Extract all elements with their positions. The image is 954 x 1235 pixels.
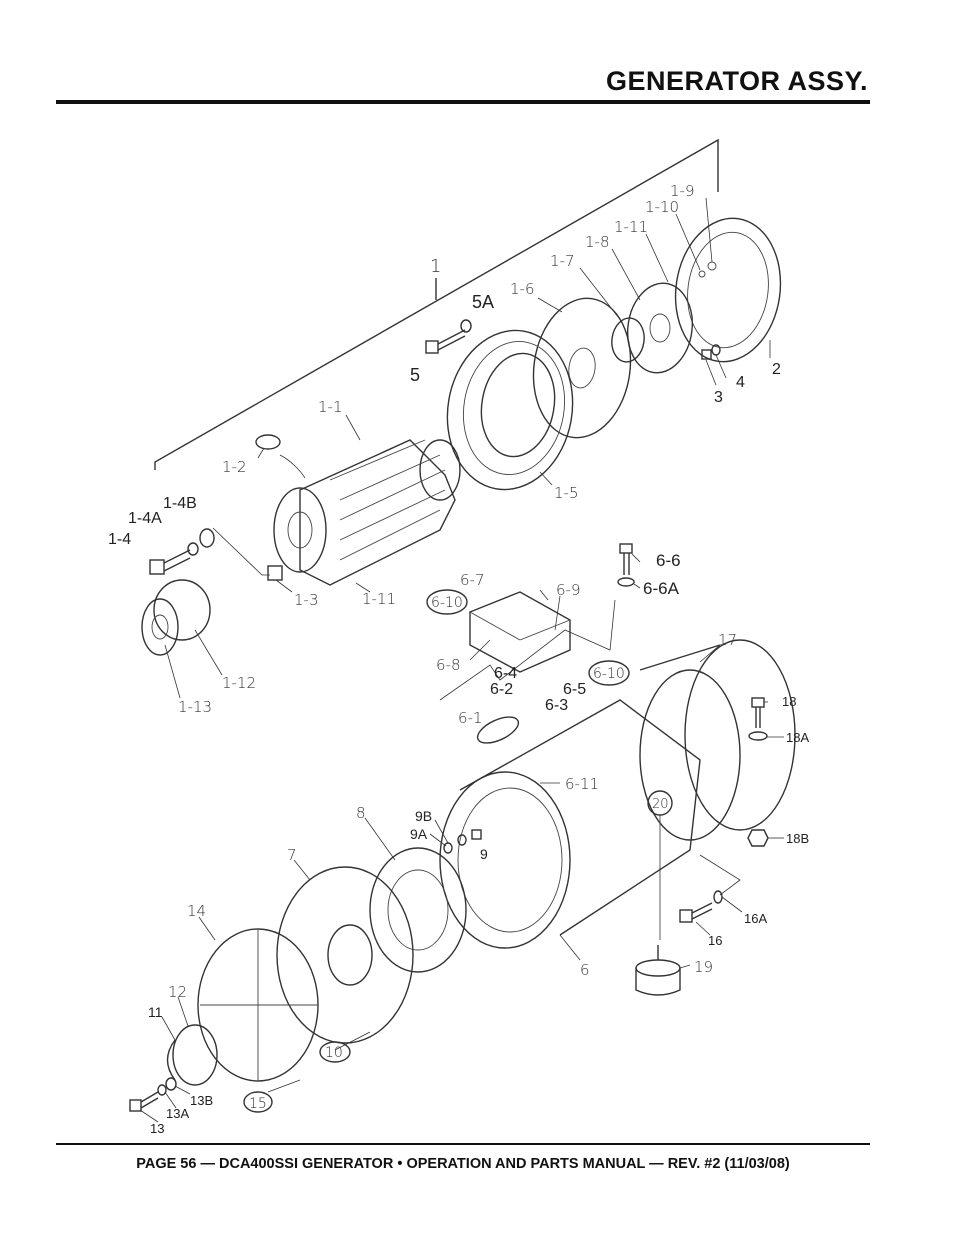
callout-18b: 18B — [786, 831, 809, 846]
bolt-5 — [425, 319, 472, 354]
callout-1-3: 1-3 — [294, 591, 319, 609]
callout-18a: 18A — [786, 730, 809, 745]
header-rule — [56, 100, 870, 104]
callout-5: 5 — [410, 365, 420, 385]
cap-11 — [166, 1024, 218, 1086]
callout-1-7: 1-7 — [550, 252, 575, 270]
bolt-16 — [679, 890, 723, 923]
clip-1-3 — [267, 565, 283, 581]
callout-6-10-right: 6-10 — [593, 666, 625, 682]
callout-6-5: 6-5 — [563, 681, 586, 698]
callout-13a: 13A — [166, 1106, 189, 1121]
screen-14 — [197, 928, 319, 1082]
callout-17: 17 — [718, 631, 737, 649]
bolt-13 — [129, 1077, 177, 1112]
callout-9a: 9A — [410, 826, 428, 842]
callout-6-9: 6-9 — [556, 581, 581, 599]
callout-16: 16 — [708, 933, 722, 948]
callout-6-6: 6-6 — [656, 551, 681, 570]
callout-19: 19 — [694, 958, 713, 976]
callout-13: 13 — [150, 1121, 164, 1136]
callout-6-11: 6-11 — [565, 775, 599, 793]
footer-rule — [56, 1143, 870, 1145]
callout-6-6a: 6-6A — [643, 579, 680, 598]
callout-3: 3 — [714, 389, 723, 406]
callout-11: 11 — [148, 1004, 163, 1020]
coupling-disc — [611, 282, 694, 374]
page-title: GENERATOR ASSY. — [605, 66, 868, 96]
callout-9b: 9B — [415, 808, 432, 824]
end-bracket-7 — [276, 866, 414, 1044]
callout-12: 12 — [168, 983, 187, 1001]
callout-6: 6 — [580, 961, 590, 979]
callout-1-4: 1-4 — [108, 531, 131, 548]
sensor-1-2 — [255, 434, 306, 479]
gasket-6-1 — [476, 716, 520, 744]
fan — [446, 329, 574, 491]
callout-1-6: 1-6 — [510, 280, 535, 298]
callout-6-8: 6-8 — [436, 656, 461, 674]
callout-labels: 1 1-1 1-2 1-3 1-4 1-4A 1-4B 1-5 1-6 1-7 … — [108, 182, 809, 1136]
callout-15: 15 — [249, 1096, 267, 1112]
callout-1-1: 1-1 — [318, 398, 343, 416]
terminal-box-cover — [469, 591, 571, 673]
callout-1-8: 1-8 — [585, 233, 610, 251]
stator-frame — [439, 639, 796, 949]
callout-9: 9 — [480, 846, 488, 862]
callout-1: 1 — [430, 256, 441, 277]
circled-callouts — [243, 589, 673, 1113]
callout-14: 14 — [187, 902, 206, 920]
assembly-bracket-1 — [154, 138, 719, 470]
bolt-18 — [747, 697, 769, 847]
callout-6-3: 6-3 — [545, 697, 568, 714]
rubber-mount — [635, 945, 681, 996]
callout-6-10-left: 6-10 — [431, 595, 463, 611]
callout-1-4a: 1-4A — [128, 510, 162, 527]
callout-5a: 5A — [472, 292, 494, 312]
callout-10: 10 — [325, 1045, 343, 1061]
callout-6-1: 6-1 — [458, 709, 483, 727]
callout-1-12: 1-12 — [222, 674, 256, 692]
callout-13b: 13B — [190, 1093, 213, 1108]
callout-1-9: 1-9 — [670, 182, 695, 200]
callout-1-11-bottom: 1-11 — [362, 590, 396, 608]
coupling-hub — [141, 579, 211, 656]
callout-4: 4 — [736, 374, 745, 391]
callout-6-7: 6-7 — [460, 571, 485, 589]
callout-6-2: 6-2 — [490, 681, 513, 698]
callout-20: 20 — [652, 797, 669, 812]
leader-lines — [139, 197, 784, 1123]
rotor-assembly — [273, 439, 461, 586]
callout-18: 18 — [782, 694, 796, 709]
callout-2: 2 — [772, 361, 781, 378]
exciter-stator — [369, 847, 467, 973]
page-footer: PAGE 56 — DCA400SSI GENERATOR • OPERATIO… — [136, 1156, 790, 1172]
flex-plate — [532, 297, 632, 439]
callout-6-4: 6-4 — [494, 665, 517, 682]
callout-1-4b: 1-4B — [163, 495, 197, 512]
callout-1-10: 1-10 — [645, 198, 679, 216]
bolt-1-4 — [149, 528, 215, 575]
callout-7: 7 — [287, 846, 297, 864]
callout-1-2: 1-2 — [222, 458, 247, 476]
bolt-6-6 — [617, 543, 635, 587]
bolt-9 — [443, 829, 482, 854]
callout-8: 8 — [356, 804, 366, 822]
callout-1-13: 1-13 — [178, 698, 212, 716]
callout-16a: 16A — [744, 911, 767, 926]
callout-1-11-top: 1-11 — [614, 218, 648, 236]
callout-1-5: 1-5 — [554, 484, 579, 502]
